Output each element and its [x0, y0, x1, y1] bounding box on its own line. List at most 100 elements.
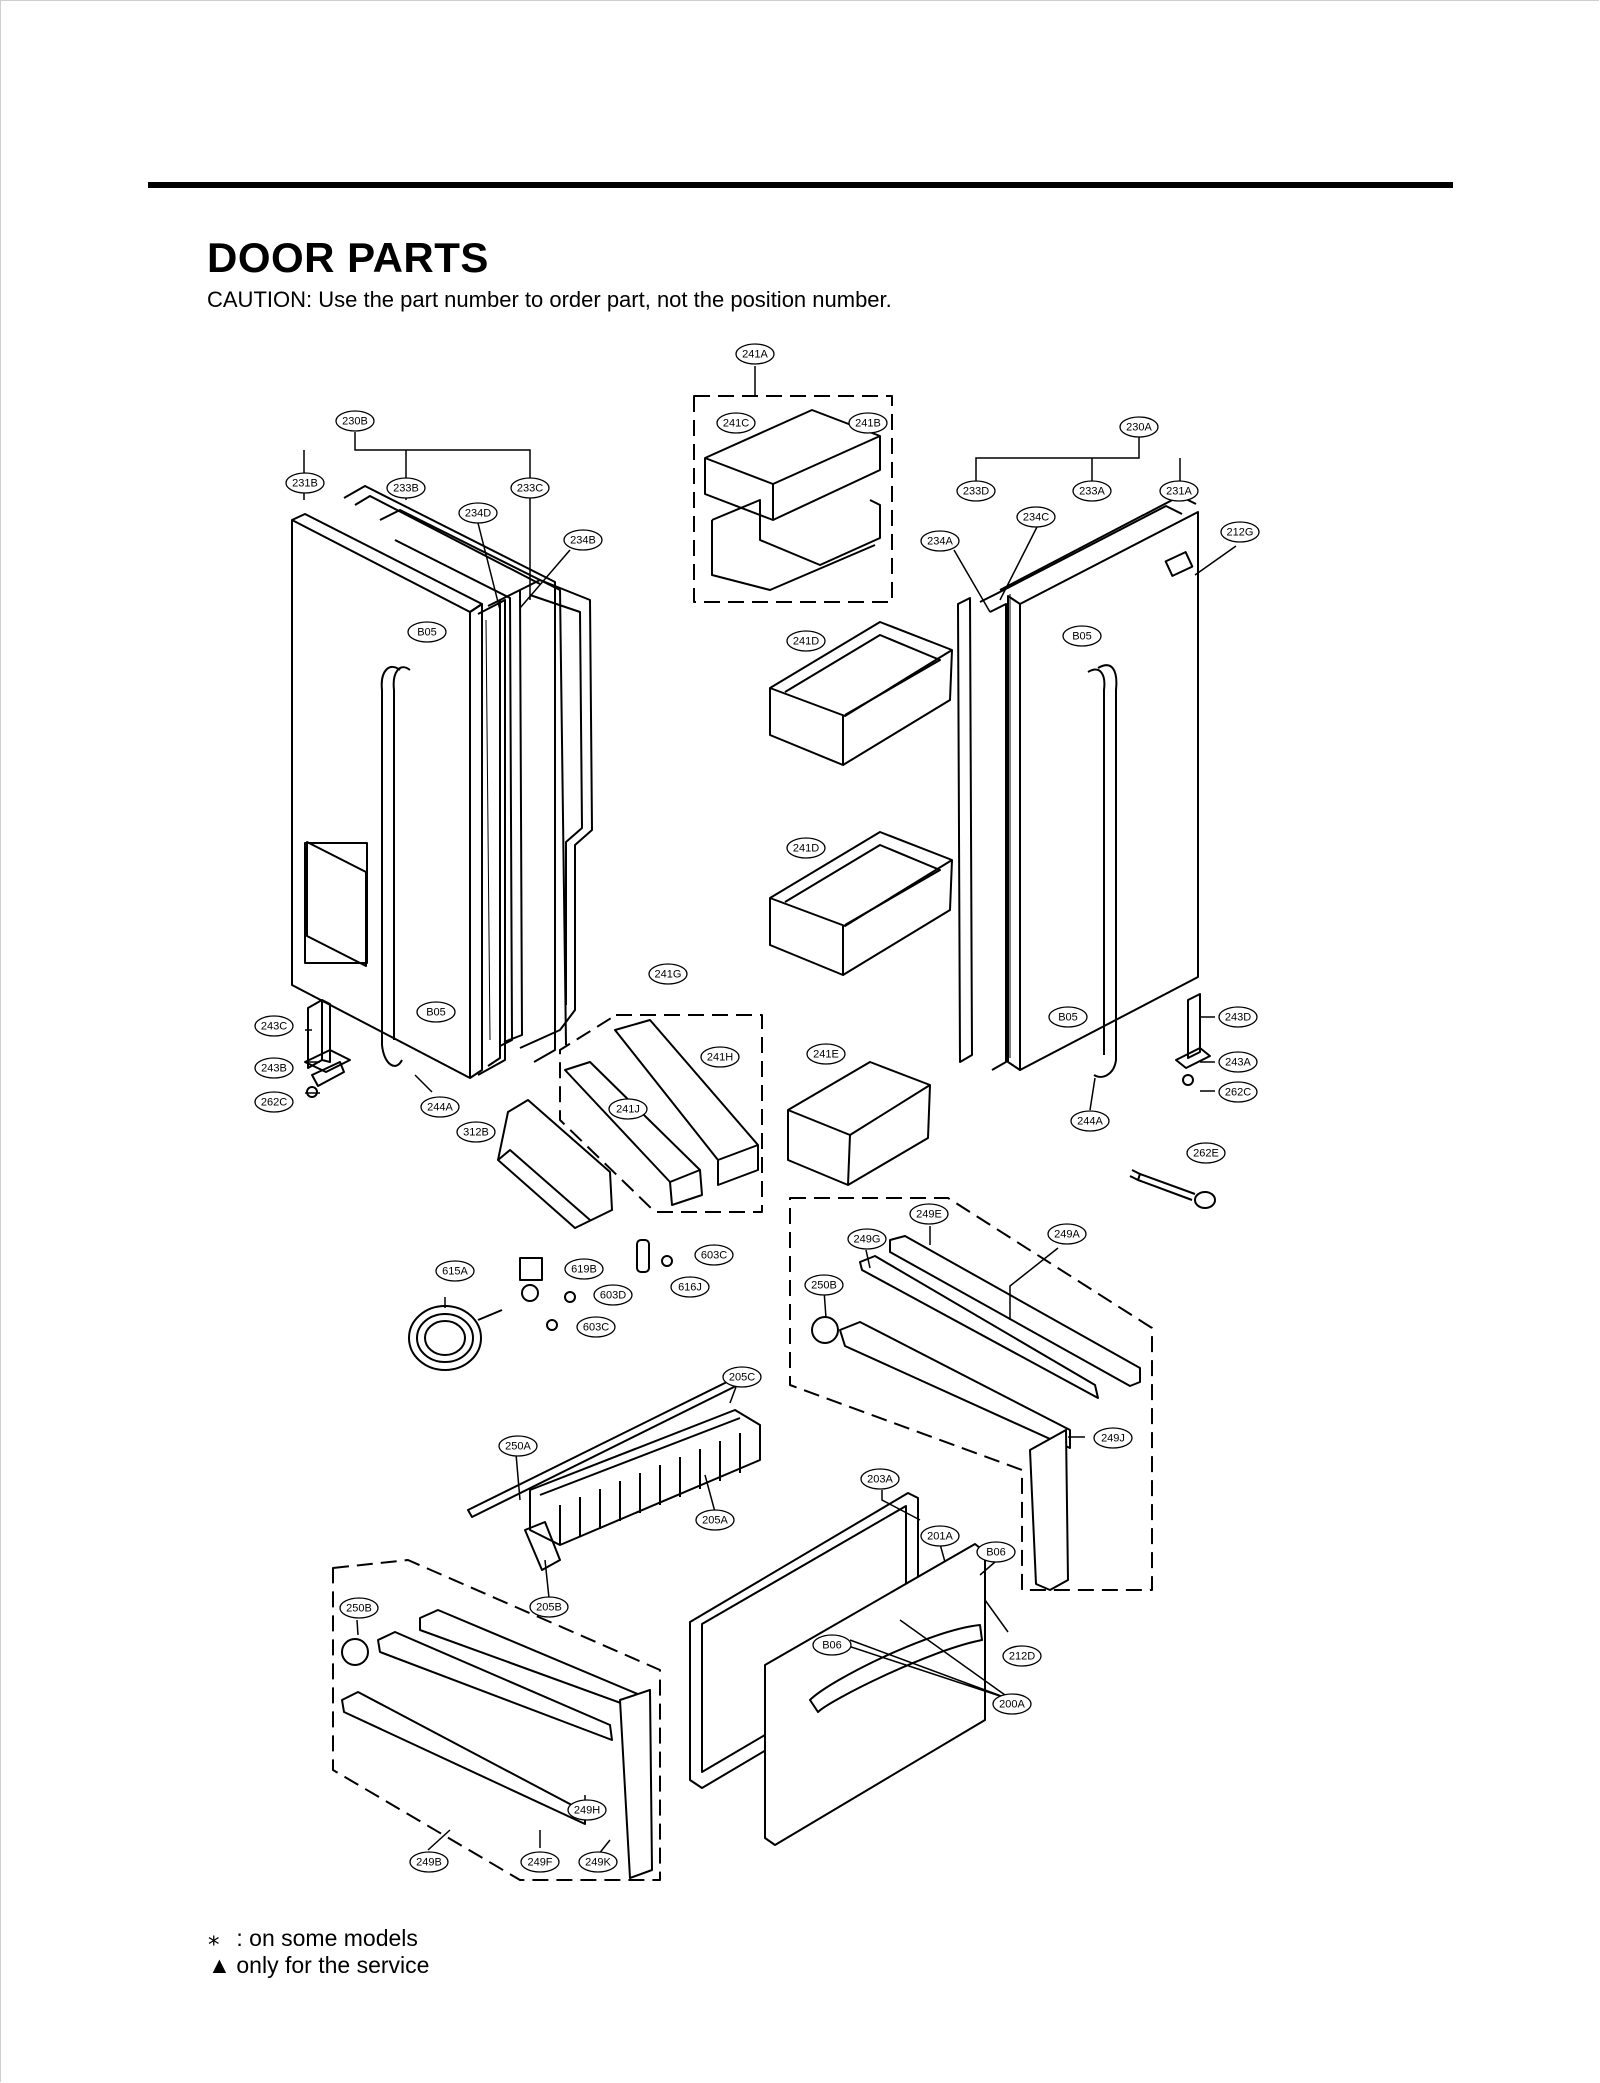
callout-text: 201A [927, 1531, 953, 1543]
callout-text: B05 [426, 1007, 446, 1019]
callout-ellipse [1093, 1427, 1133, 1449]
callout-ellipse [1070, 1110, 1110, 1132]
callout-text: 231A [1166, 486, 1192, 498]
callout-250b: 250B [804, 1274, 844, 1296]
note-some-models: ⁎ : on some models [208, 1925, 429, 1952]
triangle-icon: ▲ [208, 1952, 231, 1978]
callout-text: 250B [811, 1280, 837, 1292]
water-tube-615a [408, 1305, 503, 1371]
callout-text: 312B [463, 1127, 489, 1139]
callout-212g: 212G [1220, 521, 1260, 543]
callout-ellipse [1218, 1006, 1258, 1028]
callout-233c: 233C [510, 477, 550, 499]
seal-rings-603 [546, 1255, 673, 1331]
callout-text: 241E [813, 1049, 839, 1061]
callout-text: 249E [916, 1209, 942, 1221]
callout-ellipse [416, 1001, 456, 1023]
callout-text: 234D [465, 508, 491, 520]
left-door-assembly [291, 485, 593, 1079]
callout-text: 249J [1101, 1433, 1125, 1445]
callout-ellipse [1119, 416, 1159, 438]
callout-205a: 205A [695, 1509, 735, 1531]
callout-text: 249F [527, 1857, 552, 1869]
callout-text: 241D [793, 843, 819, 855]
callout-230a: 230A [1119, 416, 1159, 438]
callout-615a: 615A [435, 1260, 475, 1282]
callout-603d: 603D [593, 1284, 633, 1306]
callout-234a: 234A [920, 530, 960, 552]
callout-b05: B05 [407, 621, 447, 643]
callout-241d: 241D [786, 837, 826, 859]
callout-b06: B06 [812, 1634, 852, 1656]
callout-text: 619B [571, 1264, 597, 1276]
note-text-some-models: : on some models [230, 1925, 418, 1951]
callout-ellipse [920, 1525, 960, 1547]
callout-text: 249H [574, 1805, 600, 1817]
callout-ellipse [722, 1366, 762, 1388]
callout-ellipse [1218, 1051, 1258, 1073]
rail-assembly-249b [341, 1609, 653, 1879]
callout-b05: B05 [1062, 625, 1102, 647]
callout-text: 615A [442, 1266, 468, 1278]
callout-text: 234B [570, 535, 596, 547]
callout-205b: 205B [529, 1596, 569, 1618]
callout-text: 262E [1193, 1148, 1219, 1160]
bin-241c-241b [704, 409, 881, 591]
callout-ellipse [670, 1276, 710, 1298]
header-rule [148, 182, 1453, 188]
page-title: DOOR PARTS [207, 234, 489, 281]
callout-text: B05 [417, 627, 437, 639]
callout-text: 233B [393, 483, 419, 495]
callout-b05: B05 [1048, 1006, 1088, 1028]
callout-603c: 603C [694, 1244, 734, 1266]
callout-262c: 262C [254, 1091, 294, 1113]
callout-text: 234A [927, 536, 953, 548]
callout-230b: 230B [335, 410, 375, 432]
wrench-262e [1129, 1169, 1216, 1209]
callout-ellipse [608, 1098, 648, 1120]
callout-ellipse [254, 1057, 294, 1079]
callout-249b: 249B [409, 1851, 449, 1873]
callout-text: 249G [854, 1234, 881, 1246]
callout-text: 262C [1225, 1087, 1251, 1099]
callout-212d: 212D [1002, 1645, 1042, 1667]
note-text-service-only: only for the service [230, 1952, 430, 1978]
callout-text: B06 [822, 1640, 842, 1652]
callout-ellipse [567, 1799, 607, 1821]
note-service-only: ▲ only for the service [208, 1952, 429, 1979]
callout-text: 241C [723, 418, 749, 430]
callout-ellipse [335, 410, 375, 432]
callout-203a: 203A [860, 1468, 900, 1490]
callout-text: 233C [517, 483, 543, 495]
door-bin-241e [787, 1061, 931, 1186]
rail-assembly-249 [811, 1235, 1141, 1591]
callout-ellipse [786, 630, 826, 652]
callout-ellipse [420, 1096, 460, 1118]
callout-200a: 200A [992, 1693, 1032, 1715]
callout-205c: 205C [722, 1366, 762, 1388]
valve-619b [519, 1257, 543, 1302]
callout-ellipse [976, 1541, 1016, 1563]
callout-619b: 619B [564, 1258, 604, 1280]
group-box-241a [693, 395, 893, 603]
callout-text: 249K [585, 1857, 611, 1869]
callout-text: 249B [416, 1857, 442, 1869]
callout-241a: 241A [735, 343, 775, 365]
callout-text: 243C [261, 1021, 287, 1033]
callout-text: 241B [855, 418, 881, 430]
callout-text: 249A [1054, 1229, 1080, 1241]
callout-231a: 231A [1159, 480, 1199, 502]
callout-ellipse [695, 1509, 735, 1531]
callout-text: 205A [702, 1515, 728, 1527]
callout-201a: 201A [920, 1525, 960, 1547]
callout-ellipse [848, 412, 888, 434]
callout-ellipse [700, 1046, 740, 1068]
callout-text: B05 [1058, 1012, 1078, 1024]
left-hinge-parts [304, 999, 351, 1098]
callout-ellipse [847, 1228, 887, 1250]
callout-ellipse [920, 530, 960, 552]
group-box-249b [332, 1559, 661, 1881]
callout-ellipse [909, 1203, 949, 1225]
